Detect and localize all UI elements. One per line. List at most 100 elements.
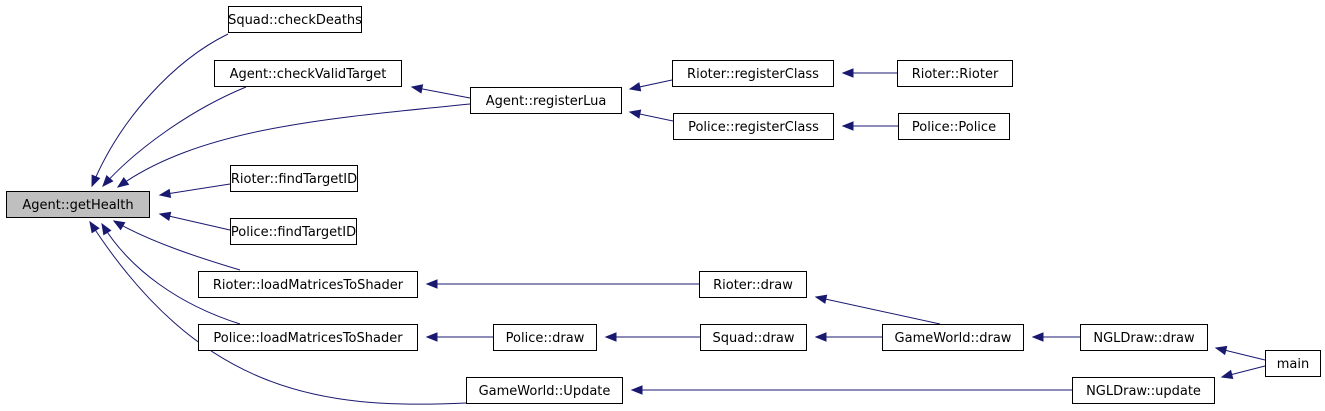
node-policeRegisterClass[interactable]: Police::registerClass bbox=[673, 113, 834, 140]
node-box[interactable] bbox=[6, 191, 150, 218]
node-box[interactable] bbox=[673, 113, 834, 140]
node-box[interactable] bbox=[493, 324, 597, 351]
edge-policeLoadMatrices-to-getHealth bbox=[101, 222, 241, 325]
node-gameWorldDraw[interactable]: GameWorld::draw bbox=[882, 324, 1024, 351]
edge-registerLua-to-checkValidTarget bbox=[410, 84, 471, 99]
edge-rioterDraw-to-rioterLoadMatrices bbox=[425, 279, 699, 289]
node-rioterDraw[interactable]: Rioter::draw bbox=[699, 271, 807, 298]
edge-rioterLoadMatrices-to-getHealth bbox=[112, 220, 241, 271]
node-label: Police::Police bbox=[912, 120, 996, 135]
node-box[interactable] bbox=[466, 377, 623, 404]
node-box[interactable] bbox=[700, 324, 807, 351]
edge-main-to-nglDrawUpdate bbox=[1220, 365, 1266, 379]
node-box[interactable] bbox=[230, 218, 357, 245]
node-label: GameWorld::Update bbox=[479, 384, 611, 399]
node-checkValidTarget[interactable]: Agent::checkValidTarget bbox=[214, 60, 402, 87]
node-squadDraw[interactable]: Squad::draw bbox=[700, 324, 807, 351]
node-box[interactable] bbox=[699, 271, 807, 298]
node-box[interactable] bbox=[198, 271, 418, 298]
edge-line bbox=[102, 86, 247, 187]
node-box[interactable] bbox=[230, 165, 358, 192]
edge-arrowhead bbox=[628, 109, 642, 119]
node-box[interactable] bbox=[1265, 350, 1321, 377]
node-box[interactable] bbox=[1072, 377, 1215, 404]
edge-arrowhead bbox=[1214, 345, 1228, 356]
node-checkDeaths[interactable]: Squad::checkDeaths bbox=[228, 6, 362, 33]
edge-line bbox=[159, 183, 231, 196]
node-box[interactable] bbox=[214, 60, 402, 87]
node-label: Squad::checkDeaths bbox=[228, 13, 362, 28]
node-label: main bbox=[1277, 357, 1309, 372]
node-label: GameWorld::draw bbox=[895, 331, 1012, 346]
edge-arrowhead bbox=[604, 332, 617, 342]
edge-gameWorldUpdate-to-getHealth bbox=[89, 220, 467, 405]
node-rioterRioter[interactable]: Rioter::Rioter bbox=[897, 60, 1013, 87]
node-label: Rioter::Rioter bbox=[912, 67, 999, 82]
edge-line bbox=[113, 220, 241, 271]
edge-main-to-nglDrawDraw bbox=[1214, 345, 1266, 361]
node-label: Police::registerClass bbox=[688, 120, 819, 135]
edge-gameWorldDraw-to-rioterDraw bbox=[814, 294, 941, 325]
edge-rioterFindTargetID-to-getHealth bbox=[158, 183, 231, 199]
node-label: Agent::registerLua bbox=[486, 94, 607, 109]
node-policePolice[interactable]: Police::Police bbox=[898, 113, 1010, 140]
node-policeLoadMatrices[interactable]: Police::loadMatricesToShader bbox=[198, 324, 418, 351]
node-rioterRegisterClass[interactable]: Rioter::registerClass bbox=[672, 60, 834, 87]
node-box[interactable] bbox=[228, 6, 362, 33]
edge-registerLua-to-getHealth bbox=[116, 103, 471, 188]
node-policeFindTargetID[interactable]: Police::findTargetID bbox=[230, 218, 357, 245]
node-label: Police::loadMatricesToShader bbox=[213, 331, 403, 346]
node-box[interactable] bbox=[882, 324, 1024, 351]
node-box[interactable] bbox=[672, 60, 834, 87]
edge-arrowhead bbox=[91, 174, 101, 188]
node-box[interactable] bbox=[198, 324, 418, 351]
edge-arrowhead bbox=[89, 220, 100, 234]
edge-line bbox=[89, 221, 467, 405]
edge-line bbox=[101, 223, 241, 325]
edges-layer bbox=[89, 33, 1266, 405]
edge-arrowhead bbox=[425, 279, 438, 289]
edge-arrowhead bbox=[425, 332, 438, 342]
edge-nglDrawUpdate-to-gameWorldUpdate bbox=[630, 385, 1072, 395]
edge-policePolice-to-policeRegisterClass bbox=[841, 121, 898, 131]
node-box[interactable] bbox=[897, 60, 1013, 87]
node-nglDrawUpdate[interactable]: NGLDraw::update bbox=[1072, 377, 1215, 404]
edge-nglDrawDraw-to-gameWorldDraw bbox=[1031, 332, 1080, 342]
edge-arrowhead bbox=[630, 385, 643, 395]
node-getHealth[interactable]: Agent::getHealth bbox=[6, 191, 150, 218]
edge-arrowhead bbox=[158, 211, 172, 221]
node-main[interactable]: main bbox=[1265, 350, 1321, 377]
node-box[interactable] bbox=[470, 87, 622, 114]
node-registerLua[interactable]: Agent::registerLua bbox=[470, 87, 622, 114]
node-label: NGLDraw::draw bbox=[1093, 331, 1195, 346]
edge-arrowhead bbox=[158, 188, 172, 199]
node-nglDrawDraw[interactable]: NGLDraw::draw bbox=[1080, 324, 1208, 351]
node-label: Agent::getHealth bbox=[22, 198, 133, 213]
edge-arrowhead bbox=[814, 294, 828, 304]
node-label: Police::findTargetID bbox=[231, 225, 356, 240]
node-label: Rioter::findTargetID bbox=[231, 172, 357, 187]
edge-rioterRioter-to-rioterRegisterClass bbox=[841, 68, 897, 78]
node-gameWorldUpdate[interactable]: GameWorld::Update bbox=[466, 377, 623, 404]
edge-line bbox=[91, 33, 229, 187]
edge-arrowhead bbox=[814, 332, 827, 342]
edge-arrowhead bbox=[841, 121, 854, 131]
node-rioterLoadMatrices[interactable]: Rioter::loadMatricesToShader bbox=[198, 271, 418, 298]
edge-arrowhead bbox=[1220, 369, 1234, 379]
node-label: Rioter::registerClass bbox=[687, 67, 819, 82]
node-box[interactable] bbox=[898, 113, 1010, 140]
edge-line bbox=[117, 103, 471, 188]
edge-checkValidTarget-to-getHealth bbox=[102, 86, 247, 188]
node-rioterFindTargetID[interactable]: Rioter::findTargetID bbox=[230, 165, 358, 192]
node-policeDraw[interactable]: Police::draw bbox=[493, 324, 597, 351]
node-label: NGLDraw::update bbox=[1086, 384, 1201, 399]
node-label: Squad::draw bbox=[713, 331, 795, 346]
edge-gameWorldDraw-to-squadDraw bbox=[814, 332, 882, 342]
edge-arrowhead bbox=[116, 177, 130, 188]
edge-arrowhead bbox=[101, 222, 112, 236]
node-label: Rioter::loadMatricesToShader bbox=[213, 278, 404, 293]
edge-checkDeaths-to-getHealth bbox=[91, 33, 229, 188]
nodes-layer: Agent::getHealth Squad::checkDeathsAgent:… bbox=[6, 6, 1321, 404]
node-box[interactable] bbox=[1080, 324, 1208, 351]
